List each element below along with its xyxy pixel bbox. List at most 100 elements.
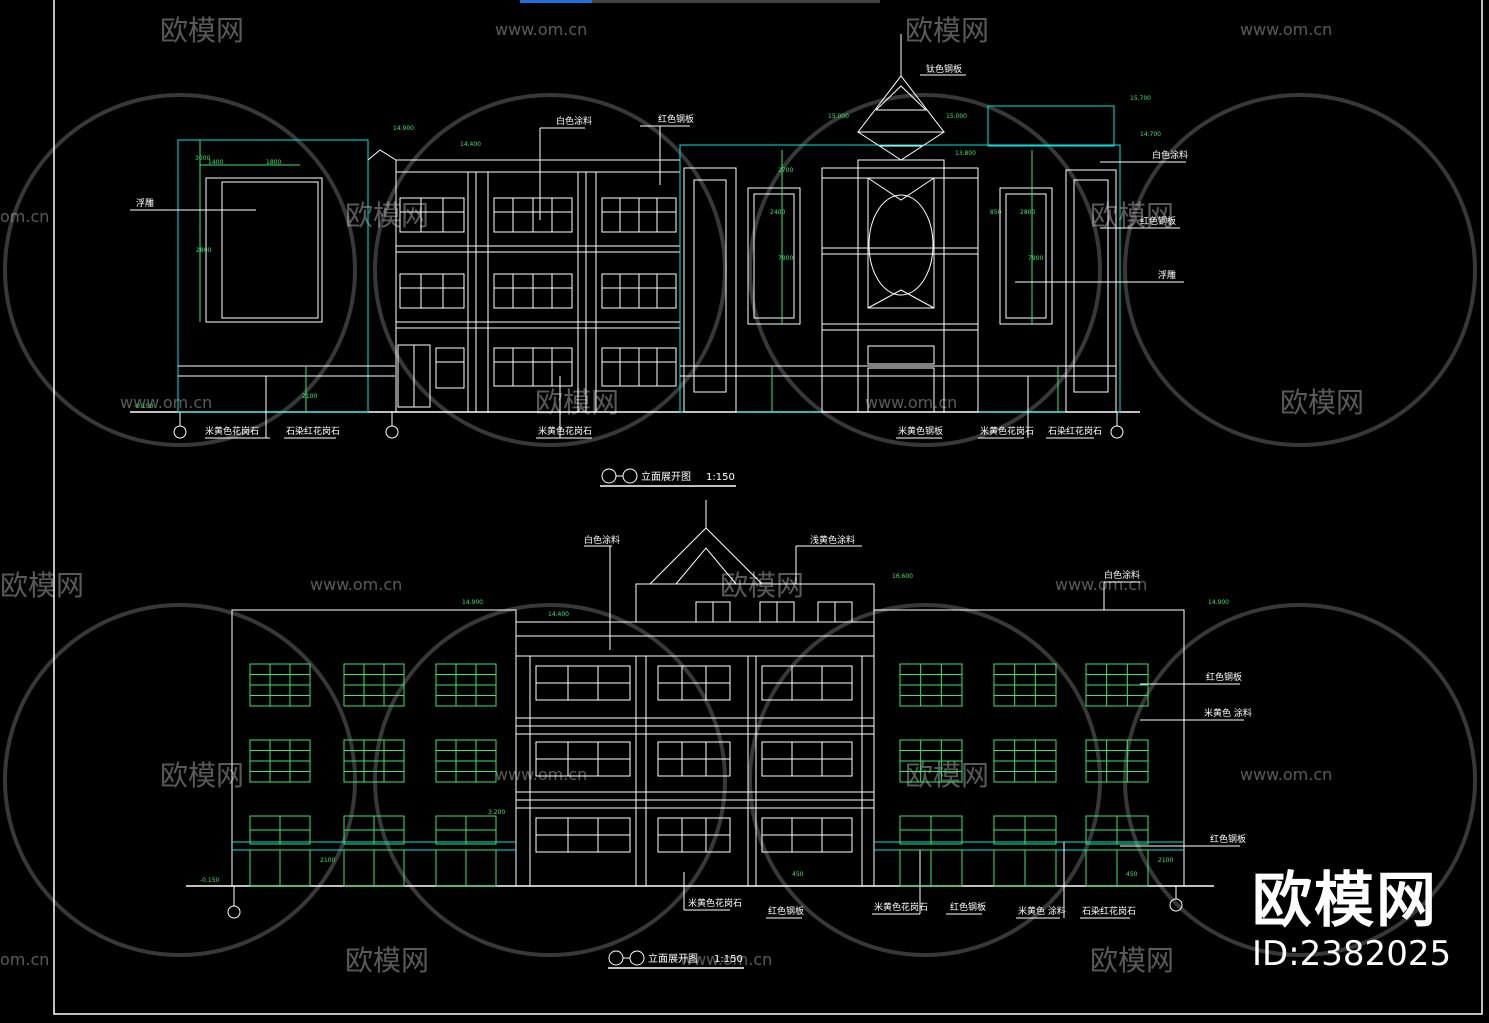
label-base: 石染红花岗石 xyxy=(286,425,340,437)
grid-window xyxy=(249,663,311,707)
drawing-scale: 1:150 xyxy=(714,954,743,965)
right-wing-outline xyxy=(679,144,1121,413)
watermark-text-layer: 欧模网 www.om.cn 欧模网 www.om.cn om.cn 欧模网 欧模… xyxy=(0,14,1364,977)
grid-window xyxy=(1085,815,1149,845)
watermark-brand: 欧模网 xyxy=(905,759,989,792)
tower-core xyxy=(857,159,945,413)
watermark-url: www.om.cn xyxy=(495,765,587,784)
lower-grid-windows xyxy=(249,663,1149,887)
relief-panel-inner xyxy=(221,181,319,319)
watermark-url: www.om.cn xyxy=(680,950,772,969)
dimension-text: 2800 xyxy=(1020,209,1035,216)
dimension-text: 2800 xyxy=(196,247,211,254)
label-red-tile: 红色钢板 xyxy=(1140,215,1176,227)
tower-truss xyxy=(857,131,945,161)
loading-progress-bar xyxy=(520,0,880,3)
watermark-url: www.om.cn xyxy=(865,393,957,412)
dimension-text: 2100 xyxy=(1158,857,1173,864)
watermark-url: www.om.cn xyxy=(1240,765,1332,784)
watermark-brand: 欧模网 xyxy=(1280,386,1364,419)
elevation-mark: 15.700 xyxy=(1130,95,1151,102)
center-block xyxy=(515,621,875,887)
lower-elevation xyxy=(186,500,1244,919)
elevation-mark: -0.150 xyxy=(134,403,154,410)
label-red-tile: 红色钢板 xyxy=(1206,671,1242,683)
watermark-brand: 欧模网 xyxy=(0,569,84,602)
label-beige-paint: 米黄色 涂料 xyxy=(1204,707,1252,719)
label-roof: 钛色钢板 xyxy=(926,63,962,75)
side-pier xyxy=(683,167,737,413)
grid-window xyxy=(1085,663,1149,707)
axis-marker xyxy=(173,425,187,439)
elevation-mark: 16.600 xyxy=(892,573,913,580)
label-white-paint: 白色涂料 xyxy=(1152,149,1188,161)
elevation-mark: 3.200 xyxy=(488,809,505,816)
label-base: 红色钢板 xyxy=(950,901,986,913)
attic-windows xyxy=(695,601,853,623)
watermark-brand: 欧模网 xyxy=(160,14,244,47)
side-pier-inner xyxy=(1073,179,1109,393)
lower-labels: 白色涂料 浅黄色涂料 白色涂料 红色钢板 米黄色 涂料 红色钢板 米黄色花岗石 … xyxy=(200,534,1252,917)
dimension-text: 2700 xyxy=(778,167,793,174)
grid-window xyxy=(899,739,963,783)
label-base: 石染红花岗石 xyxy=(1082,905,1136,917)
axis-marker xyxy=(385,425,399,439)
relief-panel-outer xyxy=(205,177,323,323)
watermark-url-short: om.cn xyxy=(0,950,49,969)
drawing-border xyxy=(53,0,1483,1015)
label-base: 米黄色 涂料 xyxy=(1018,905,1066,917)
grid-window xyxy=(249,815,311,845)
watermark-url: www.om.cn xyxy=(310,575,402,594)
upper-title: 立面展开图 1:150 xyxy=(600,468,736,487)
dimension-text: 1400 xyxy=(208,159,223,166)
watermark-url: www.om.cn xyxy=(120,393,212,412)
label-base: 米黄色花岗石 xyxy=(874,901,928,913)
label-base: 米黄色花岗石 xyxy=(538,425,592,437)
upper-elevation xyxy=(130,34,1186,439)
watermark-brand: 欧模网 xyxy=(160,759,244,792)
leader-lines xyxy=(130,74,1186,439)
loading-progress-fill xyxy=(520,0,592,3)
grid-window xyxy=(343,849,405,887)
watermark-brand: 欧模网 xyxy=(1090,944,1174,977)
axis-marker xyxy=(227,905,241,919)
windows-upper-middle xyxy=(397,197,677,408)
center-windows xyxy=(535,665,853,853)
brand-logo-text: 欧模网 xyxy=(1252,866,1438,936)
dimension-text: 2100 xyxy=(302,393,317,400)
side-pier-inner xyxy=(693,179,727,393)
watermark-brand: 欧模网 xyxy=(1090,199,1174,232)
lower-title: 立面展开图 1:150 xyxy=(608,950,744,969)
elevation-mark: 14.900 xyxy=(393,125,414,132)
center-roof xyxy=(648,527,764,585)
grid-window xyxy=(993,849,1057,887)
dimension-text: 3000 xyxy=(195,155,210,162)
watermark-url: www.om.cn xyxy=(1055,575,1147,594)
dimension-text: 7900 xyxy=(778,255,793,262)
side-pier xyxy=(1065,169,1117,413)
grid-window xyxy=(899,815,963,845)
elevation-mark: 13.800 xyxy=(955,150,976,157)
left-wing xyxy=(231,609,517,887)
relief-panel xyxy=(999,187,1053,325)
watermark-brand: 欧模网 xyxy=(720,569,804,602)
leader-lines xyxy=(584,545,1244,919)
relief-panel xyxy=(747,187,801,325)
watermark-url-short: om.cn xyxy=(0,207,49,226)
dimension-text: 7900 xyxy=(1028,255,1043,262)
watermark-url: www.om.cn xyxy=(495,20,587,39)
grid-window xyxy=(435,849,497,887)
label-base: 米黄色花岗石 xyxy=(980,425,1034,437)
tower-roof-inner xyxy=(875,85,928,111)
drawing-title: 立面展开图 xyxy=(648,952,698,965)
label-base: 红色钢板 xyxy=(768,905,804,917)
label-red-tile: 红色钢板 xyxy=(1210,833,1246,845)
parapet xyxy=(987,105,1115,147)
elevation-mark: 14.900 xyxy=(462,599,483,606)
grid-window xyxy=(899,849,963,887)
elevation-mark: 14.900 xyxy=(1208,599,1229,606)
dimension-text: 2100 xyxy=(320,857,335,864)
grid-window xyxy=(993,739,1057,783)
tower-balcony xyxy=(867,345,935,365)
